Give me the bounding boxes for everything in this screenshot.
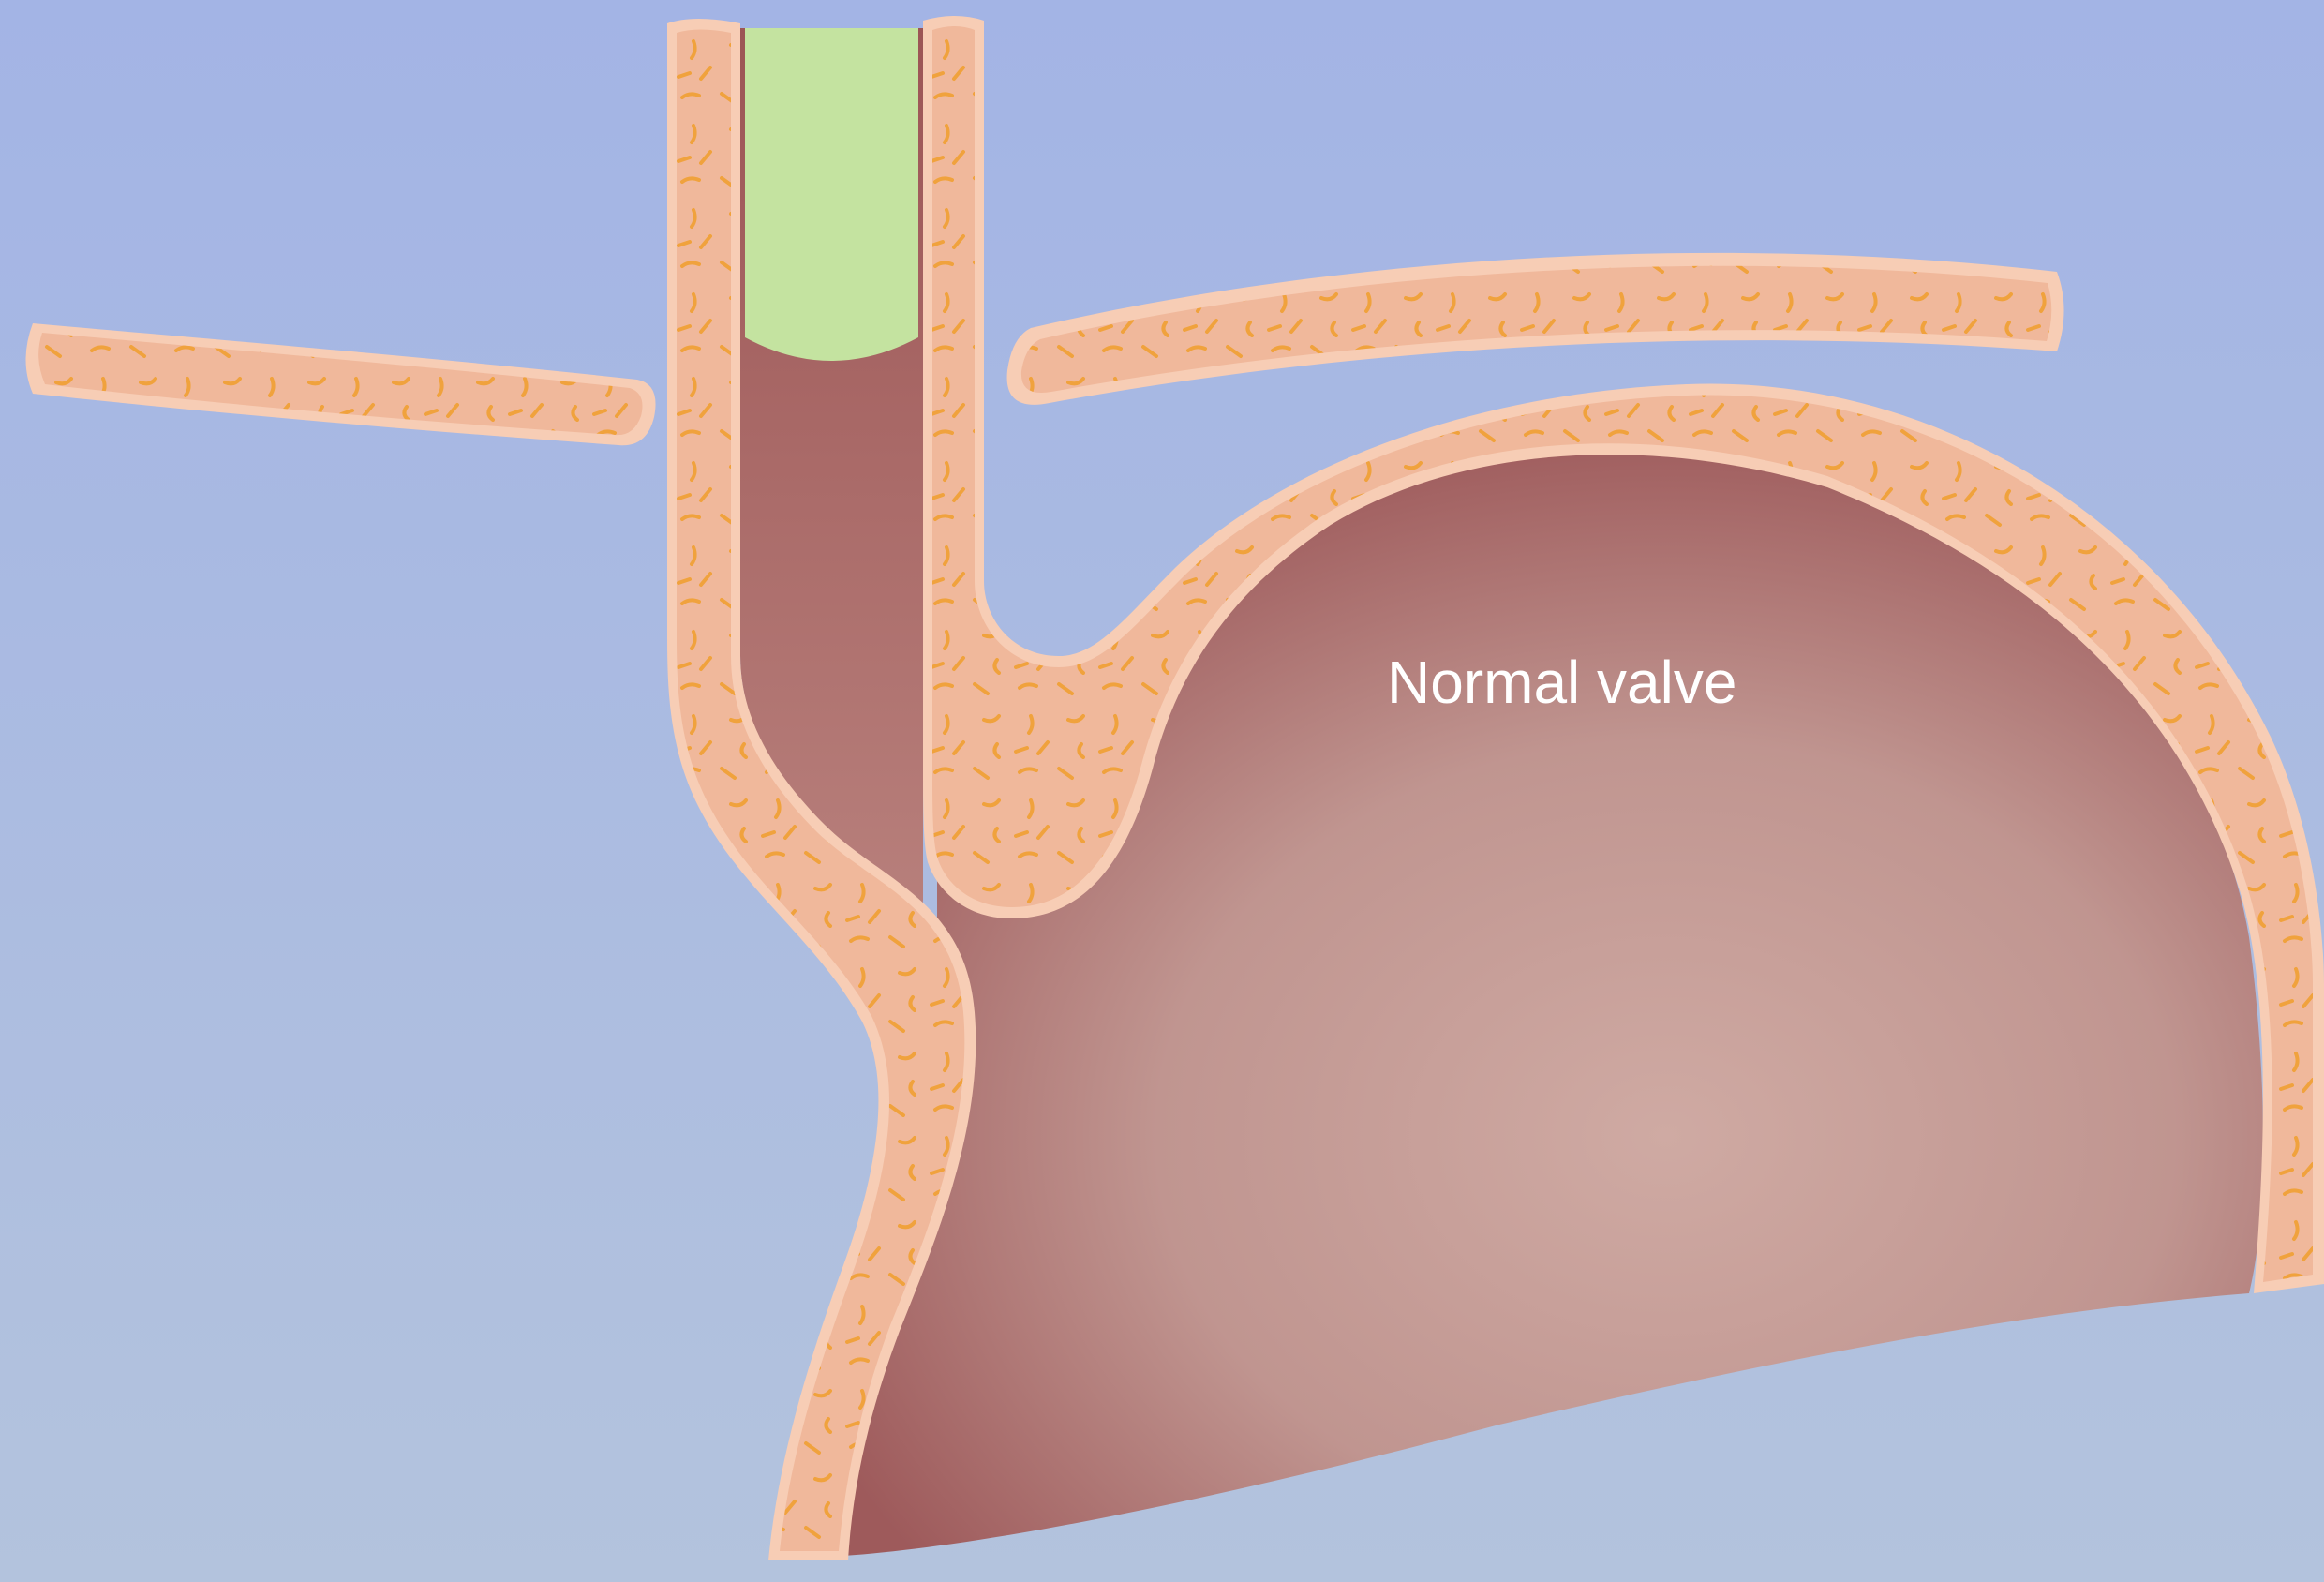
food-bolus [745, 28, 918, 361]
normal-valve-label: Normal valve [1387, 649, 1736, 716]
